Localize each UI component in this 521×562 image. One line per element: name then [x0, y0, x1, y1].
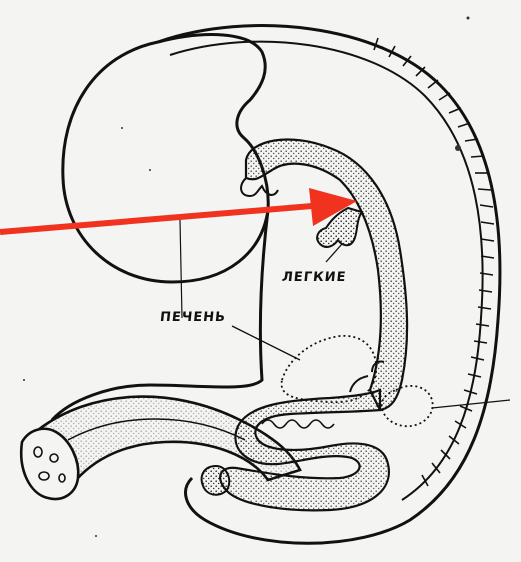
- dorsal-bud-leader-line: [432, 400, 510, 408]
- midgut-loop: [220, 390, 389, 510]
- lungs-label: ЛЕГКИЕ: [281, 270, 347, 285]
- vertical-guide-line: [180, 220, 182, 318]
- duodenum-wave: [262, 420, 334, 428]
- liver-outline: [282, 336, 377, 402]
- liver-leader-line: [232, 326, 300, 360]
- liver-label: ПЕЧЕНЬ: [159, 310, 227, 325]
- head-region-outline: [63, 35, 268, 282]
- pharyngeal-pouches: [241, 178, 278, 196]
- hindgut-end: [202, 466, 230, 495]
- red-pointer-arrow: [0, 188, 357, 232]
